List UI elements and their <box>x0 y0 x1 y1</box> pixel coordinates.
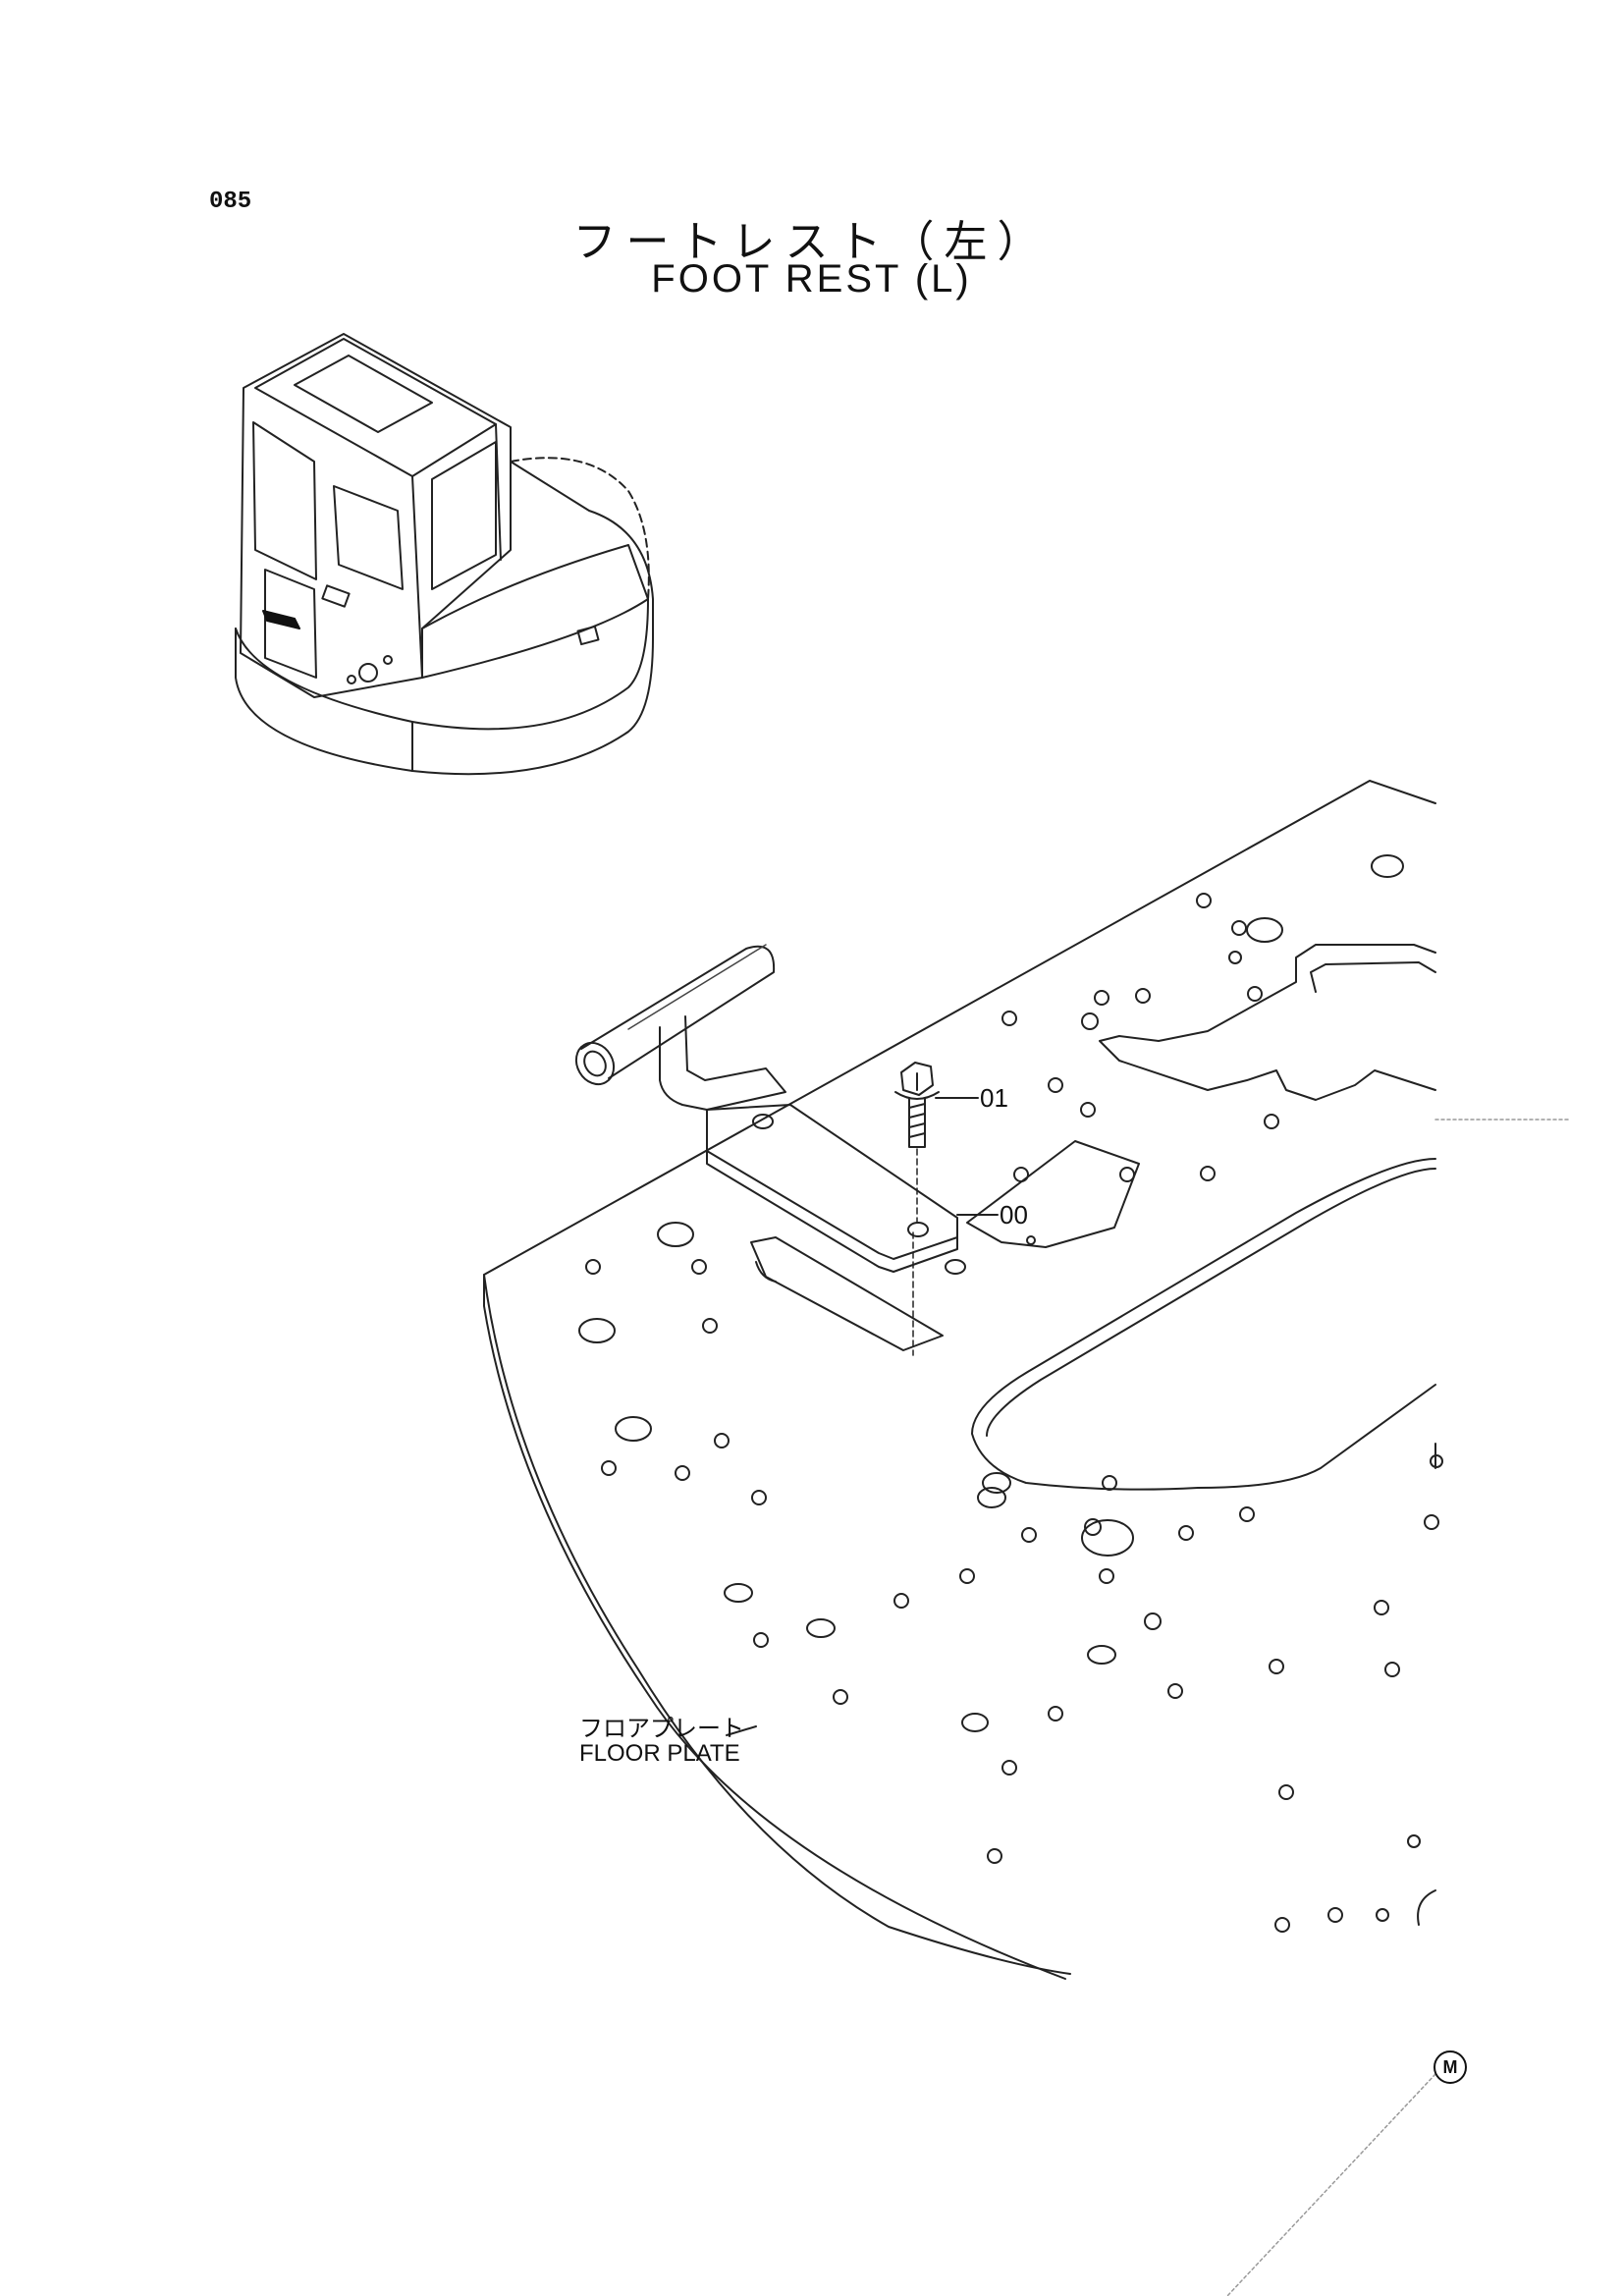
leader-line-floor-plate <box>726 1725 757 1736</box>
floor-plate-cutout-upper <box>1099 944 1436 1101</box>
machine-side-slot <box>576 625 600 646</box>
machine-counterweight <box>421 544 649 679</box>
floor-plate-illustration <box>483 780 1572 1980</box>
machine-foot-rest-marker <box>262 610 300 629</box>
page-title-english: FOOT REST (L) <box>651 257 972 301</box>
floor-plate-opening <box>971 1158 1436 1491</box>
machine-side-window <box>333 485 404 590</box>
floor-plate-holes <box>578 854 1443 1933</box>
machine-cab-roof-panel <box>294 355 433 433</box>
machine-overview-illustration <box>235 333 654 776</box>
part-number-01: 01 <box>980 1083 1008 1113</box>
floor-plate-rect-hole <box>966 1140 1140 1248</box>
foot-rest-bolt-hole <box>907 1222 929 1237</box>
machine-cab-outline <box>240 333 512 698</box>
corner-mark: M <box>1434 2050 1467 2084</box>
machine-floor-hole <box>358 663 378 683</box>
machine-front-window <box>431 441 497 590</box>
floor-plate-label-english: FLOOR PLATE <box>579 1740 740 1767</box>
bolt-head <box>900 1062 934 1096</box>
floor-plate-slot <box>750 1236 944 1351</box>
machine-base-outline <box>235 461 654 776</box>
machine-door-window <box>252 421 317 580</box>
part-number-00: 00 <box>1000 1200 1028 1230</box>
foot-rest-plate <box>706 1104 958 1260</box>
bolt-part <box>894 1062 940 1224</box>
floor-plate-label-japanese: フロアプレート <box>579 1716 744 1742</box>
floor-plate-edge <box>483 1274 1066 1980</box>
foot-rest-tube <box>580 945 776 1079</box>
machine-cab-roof <box>254 338 497 477</box>
foot-rest-bracket <box>659 1015 786 1111</box>
foot-rest-tube-end <box>574 1041 616 1086</box>
page-title-japanese: フートレスト（左） <box>572 217 1051 267</box>
foot-rest-part <box>574 944 958 1356</box>
page-number: 085 <box>209 189 252 215</box>
leader-line-corner-mark <box>1226 2073 1436 2296</box>
bolt-flange <box>894 1091 940 1100</box>
